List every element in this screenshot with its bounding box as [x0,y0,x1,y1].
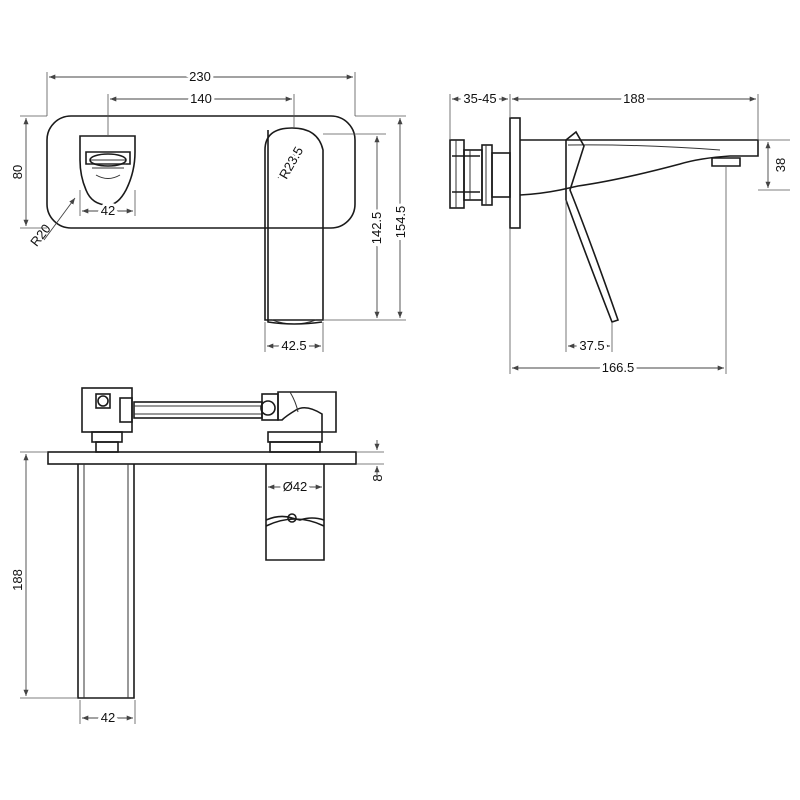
dim-body-width: 42 [101,710,115,725]
back-plate [46,115,356,229]
dim-spout-drop-outer: 154.5 [393,206,408,239]
front-view: 230 140 80 42 R20 R23.5 142.5 154.5 [7,66,411,356]
dim-corner-radius: R20 [27,221,54,249]
side-aerator [711,157,741,167]
side-lever [565,130,620,323]
side-wall-plate [509,117,521,229]
dim-handle-width: 42 [101,203,115,218]
dim-spout-drop-inner: 142.5 [369,212,384,245]
handle-front [79,135,136,206]
top-spout-edge [83,464,129,698]
top-view: 8 Ø42 188 42 [7,387,385,728]
top-connecting-bar [133,401,263,419]
top-wall-plate [47,451,357,465]
top-spout-body [77,464,135,699]
side-spout [519,139,759,196]
dim-spout-height: 38 [773,158,788,172]
dim-spout-projection: 188 [623,91,645,106]
dim-body-length: 188 [10,569,25,591]
dim-center-distance: 140 [190,91,212,106]
top-left-valve [81,387,133,453]
spout-front [264,127,324,325]
top-right-valve [260,391,337,453]
dim-overall-width: 230 [189,69,211,84]
top-handle [265,464,325,561]
dim-plate-thickness: 8 [370,474,385,481]
dim-spout-width: 42.5 [281,338,306,353]
leader-r23 [277,151,297,179]
side-spout-edge [567,144,721,151]
dim-overall-projection: 166.5 [602,360,635,375]
dim-lever-offset: 37.5 [579,338,604,353]
dim-wall-depth: 35-45 [463,91,496,106]
side-view: 35-45 188 38 37.5 166.5 [449,88,790,378]
side-valve-body [449,139,511,209]
leader-r20 [43,197,76,241]
dim-spout-radius: R23.5 [276,144,306,182]
dim-plate-height: 80 [10,165,25,179]
dim-handle-diameter: Ø42 [283,479,308,494]
